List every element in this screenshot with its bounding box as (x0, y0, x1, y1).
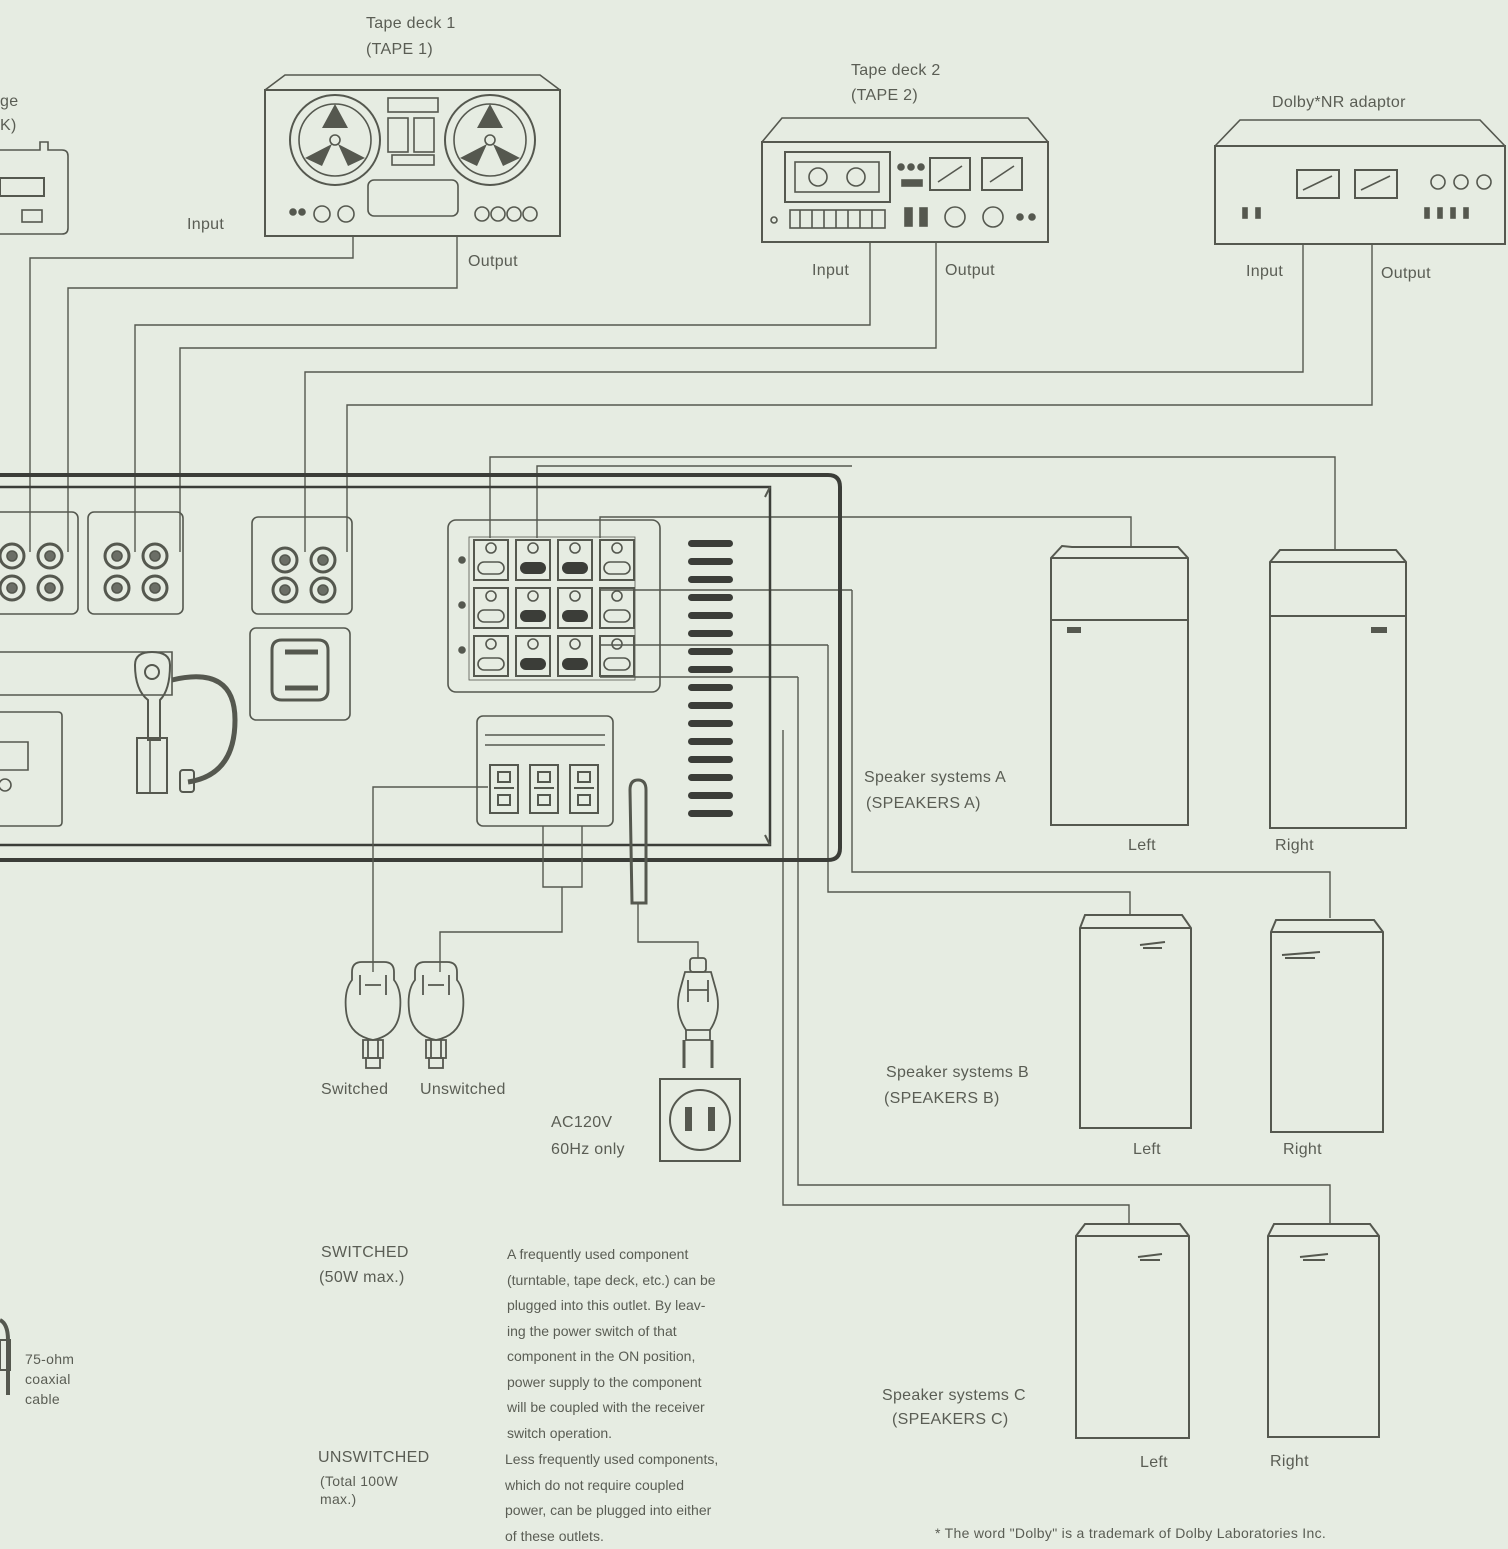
unswitched-note-term: UNSWITCHED (318, 1448, 429, 1467)
partial-device-label-line2: K) (0, 116, 17, 135)
wall-outlet-icon (660, 1079, 740, 1161)
speaker-b-left-icon (1080, 915, 1191, 1128)
tape1-title: Tape deck 1 (366, 14, 456, 33)
unswitched-plug-label: Unswitched (420, 1080, 506, 1099)
tape1-input-label: Input (187, 215, 224, 234)
switched-plug-label: Switched (321, 1080, 388, 1099)
speakers-a-left-label: Left (1128, 836, 1156, 855)
tape2-input-label: Input (812, 261, 849, 280)
switched-note-text: A frequently used component (turntable, … (507, 1242, 817, 1446)
speakers-a-label-line2: (SPEAKERS A) (866, 794, 981, 813)
unswitched-note-rating-line1: (Total 100W (320, 1473, 398, 1490)
unswitched-note-line: Less frequently used components, (505, 1447, 817, 1473)
speakers-c-left-label: Left (1140, 1453, 1168, 1472)
switched-note-line: power supply to the component (507, 1370, 817, 1396)
reel-to-reel-tape-deck-icon (265, 75, 560, 236)
switched-note-rating: (50W max.) (319, 1268, 405, 1287)
speakers-c-right-label: Right (1270, 1452, 1309, 1471)
signal-cables (30, 236, 1372, 1224)
dolby-trademark-footnote: * The word "Dolby" is a trademark of Dol… (935, 1525, 1326, 1542)
unswitched-note-text: Less frequently used components, which d… (505, 1447, 817, 1549)
speakers-a-right-label: Right (1275, 836, 1314, 855)
speaker-a-left-icon (1051, 546, 1188, 825)
tape1-output-label: Output (468, 252, 518, 271)
switched-note-line: switch operation. (507, 1421, 817, 1447)
speaker-c-left-icon (1076, 1224, 1189, 1438)
ac-frequency-label: 60Hz only (551, 1140, 625, 1159)
speaker-b-right-icon (1271, 920, 1383, 1132)
dolby-output-label: Output (1381, 264, 1431, 283)
switched-note-term: SWITCHED (321, 1243, 409, 1262)
speakers-c-label-line1: Speaker systems C (882, 1386, 1026, 1405)
speakers-a-label-line1: Speaker systems A (864, 768, 1006, 787)
unswitched-note-rating-line2: max.) (320, 1491, 357, 1508)
speakers-b-label-line1: Speaker systems B (886, 1063, 1029, 1082)
unswitched-note-line: of these outlets. (505, 1524, 817, 1549)
coax-label-line2: coaxial (25, 1371, 71, 1388)
speakers-b-left-label: Left (1133, 1140, 1161, 1159)
switched-note-line: component in the ON position, (507, 1344, 817, 1370)
switched-note-line: A frequently used component (507, 1242, 817, 1268)
partial-device-label-line1: ge (0, 92, 18, 111)
speakers-b-label-line2: (SPEAKERS B) (884, 1089, 1000, 1108)
receiver-rear-panel-icon (0, 475, 840, 903)
ac-power-plug-icon (678, 958, 718, 1068)
switched-note-line: will be coupled with the receiver (507, 1395, 817, 1421)
dolby-input-label: Input (1246, 262, 1283, 281)
partial-device-icon (0, 142, 68, 234)
dolby-title: Dolby*NR adaptor (1272, 93, 1406, 112)
switched-note-line: plugged into this outlet. By leav- (507, 1293, 817, 1319)
switched-note-line: ing the power switch of that (507, 1319, 817, 1345)
tape1-subtitle: (TAPE 1) (366, 40, 433, 59)
speakers-b-right-label: Right (1283, 1140, 1322, 1159)
coax-label-line1: 75-ohm (25, 1351, 74, 1368)
tape2-output-label: Output (945, 261, 995, 280)
speakers-c-label-line2: (SPEAKERS C) (892, 1410, 1009, 1429)
unswitched-note-line: which do not require coupled (505, 1473, 817, 1499)
cassette-tape-deck-icon (762, 118, 1048, 242)
coaxial-cable-icon (0, 1320, 10, 1395)
speaker-c-right-icon (1268, 1224, 1379, 1437)
tape2-title: Tape deck 2 (851, 61, 941, 80)
tape2-subtitle: (TAPE 2) (851, 86, 918, 105)
noise-reduction-adaptor-icon (1215, 120, 1505, 244)
two-prong-plug-icon (346, 962, 464, 1068)
speaker-a-right-icon (1270, 550, 1406, 828)
ac-voltage-label: AC120V (551, 1113, 612, 1132)
unswitched-note-line: power, can be plugged into either (505, 1498, 817, 1524)
switched-note-line: (turntable, tape deck, etc.) can be (507, 1268, 817, 1294)
power-cables (373, 787, 698, 972)
coax-label-line3: cable (25, 1391, 60, 1408)
